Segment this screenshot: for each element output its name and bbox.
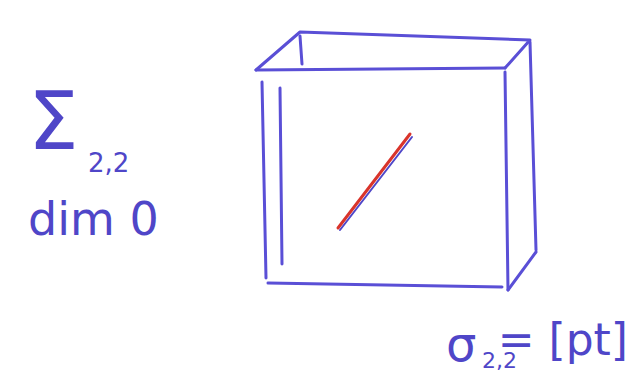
sigma-class: σ — [446, 320, 476, 368]
diagonal-red — [338, 134, 410, 228]
cube-edge — [508, 252, 536, 290]
subscript-index: 2,2 — [88, 150, 129, 176]
dimension-note: dim 0 — [28, 196, 159, 242]
diagonal-blue — [340, 137, 412, 230]
cube-edge — [262, 82, 266, 278]
cube-edge — [268, 283, 502, 287]
class-equation: = [pt] — [498, 318, 628, 362]
cube-edge — [300, 36, 302, 64]
cube-edge — [530, 42, 536, 250]
cube-edge — [280, 88, 282, 264]
cube-edge — [256, 32, 530, 70]
cube-edge — [256, 68, 505, 70]
sigma-symbol: Σ — [28, 82, 79, 162]
cube-edge — [505, 72, 508, 290]
